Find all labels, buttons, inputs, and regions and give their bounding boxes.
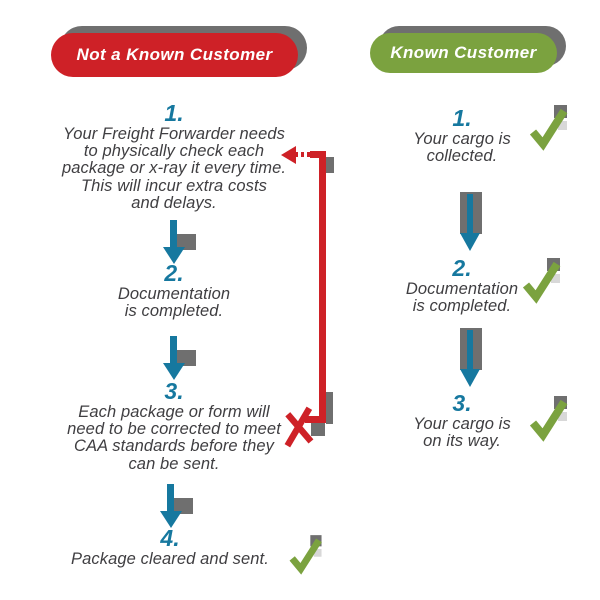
check-icon — [529, 105, 568, 151]
down-arrow-icon — [460, 328, 482, 387]
down-arrow-icon — [460, 192, 482, 251]
step-text-line: is completed. — [412, 297, 512, 316]
step-number: 2. — [452, 255, 472, 281]
down-arrow-icon — [163, 220, 196, 264]
step-text-line: need to be corrected to meet — [67, 420, 281, 439]
step-text-line: Documentation — [117, 285, 231, 303]
down-arrow-icon — [160, 484, 193, 528]
loop-corner-shadow — [326, 392, 333, 424]
x-mark-icon — [284, 406, 314, 448]
rework-loop-dotted-segment — [295, 152, 310, 157]
step-text-line: and delays. — [131, 193, 217, 212]
rework-loop-bottom-segment — [305, 416, 326, 423]
header-label: Known Customer — [390, 43, 537, 62]
step-text-line: CAA standards before they — [73, 437, 274, 456]
right-step-3: 3. Your cargo is on its way. — [352, 391, 572, 450]
right-step-1: 1. Your cargo is collected. — [352, 106, 572, 165]
loop-corner-shadow — [311, 423, 325, 436]
right-step-2: 2. Documentation is completed. — [352, 256, 572, 315]
step-text-line: package or x-ray it every time. — [61, 159, 287, 178]
loop-corner-shadow — [324, 157, 334, 173]
step-number: 2. — [164, 260, 184, 286]
step-text-line: Package cleared and sent. — [71, 550, 269, 568]
rework-loop-top-segment — [310, 151, 326, 158]
step-text-line: Your Freight Forwarder needs — [63, 125, 285, 143]
left-step-3: 3. Each package or form will need to be … — [46, 379, 302, 473]
check-icon — [522, 258, 561, 304]
check-icon — [529, 396, 568, 442]
left-step-1: 1. Your Freight Forwarder needs to physi… — [46, 101, 302, 212]
step-text-line: on its way. — [423, 432, 501, 451]
step-number: 1. — [164, 100, 184, 126]
step-number: 3. — [164, 378, 184, 404]
step-text-line: is completed. — [124, 302, 224, 321]
step-number: 3. — [452, 390, 472, 416]
check-icon — [289, 535, 322, 575]
step-text-line: Documentation — [405, 280, 519, 298]
step-number: 1. — [452, 105, 472, 131]
step-text-line: can be sent. — [128, 454, 220, 473]
step-text-line: to physically check each — [83, 142, 265, 161]
left-step-4: 4. Package cleared and sent. — [45, 526, 295, 568]
step-text-line: Your cargo is — [413, 130, 511, 148]
rework-loop-vertical-line — [319, 151, 326, 423]
header-label: Not a Known Customer — [76, 45, 273, 64]
step-text-line: Your cargo is — [413, 415, 511, 433]
left-step-2: 2. Documentation is completed. — [49, 261, 299, 320]
step-text-line: Each package or form will — [78, 403, 270, 421]
step-number: 4. — [160, 525, 180, 551]
header-not-a-known-customer: Not a Known Customer — [51, 33, 298, 77]
step-text-line: This will incur extra costs — [80, 176, 268, 195]
step-text-line: collected. — [426, 147, 498, 166]
header-known-customer: Known Customer — [370, 33, 557, 73]
rework-loop-arrowhead-icon — [281, 146, 296, 164]
down-arrow-icon — [163, 336, 196, 380]
